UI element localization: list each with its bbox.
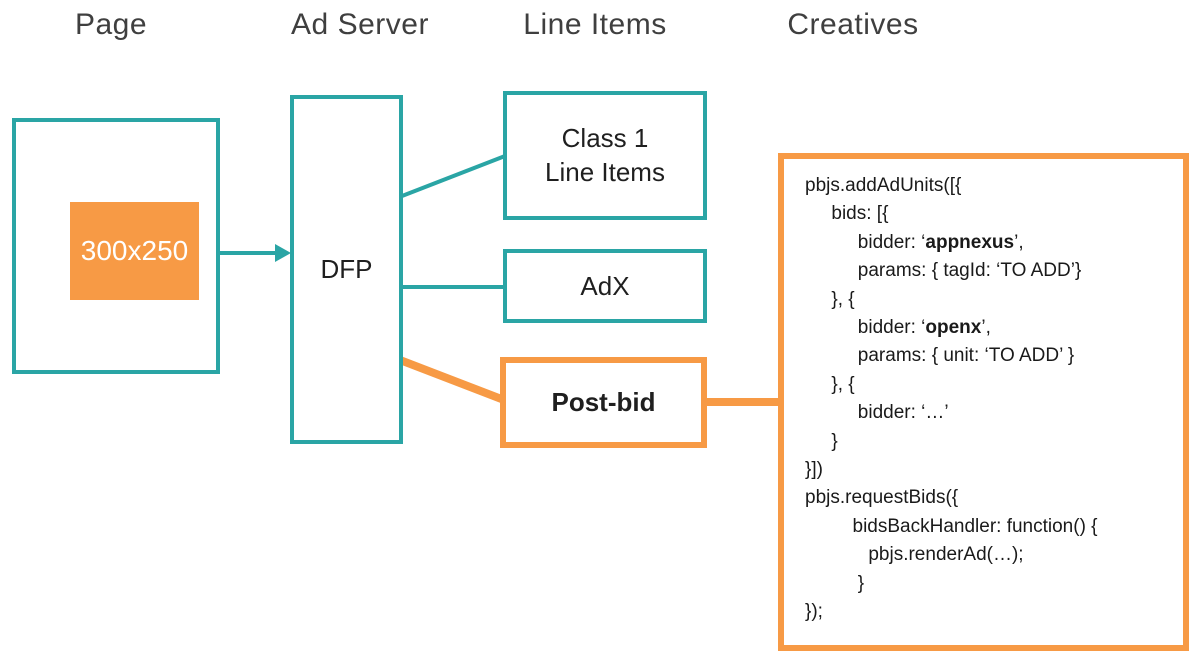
- code-line: }: [805, 430, 838, 452]
- code-line: }, {: [805, 373, 855, 395]
- class1-label-line2: Line Items: [545, 156, 665, 187]
- column-header-page: Page: [74, 8, 148, 41]
- code-line: params: { tagId: ‘TO ADD’}: [805, 260, 1082, 282]
- class1-line-items-box: Class 1 Line Items: [503, 91, 707, 220]
- code-line: bidsBackHandler: function() {: [805, 515, 1098, 537]
- adx-label: AdX: [580, 270, 630, 301]
- creatives-code-box: pbjs.addAdUnits([{ bids: [{ bidder: ‘app…: [778, 153, 1189, 651]
- code-line: params: { unit: ‘TO ADD’ }: [805, 345, 1075, 367]
- postbid-box: Post-bid: [500, 357, 707, 448]
- connector-dfp-postbid: [398, 356, 506, 404]
- code-line: pbjs.addAdUnits([{: [805, 175, 962, 196]
- arrowhead-adslot-dfp: [275, 244, 291, 262]
- column-header-ad-server: Ad Server: [291, 8, 429, 41]
- code-line: bidder: ‘appnexus’,: [805, 231, 1024, 253]
- ad-slot-label: 300x250: [80, 235, 189, 266]
- code-line: bidder: ‘openx’,: [805, 317, 991, 339]
- code-line: });: [805, 601, 823, 623]
- code-line: }: [805, 572, 865, 594]
- postbid-label: Post-bid: [551, 387, 656, 417]
- code-line: }]): [805, 459, 823, 481]
- column-header-line-items: Line Items: [523, 8, 667, 41]
- adx-box: AdX: [503, 249, 707, 323]
- column-header-creatives: Creatives: [787, 8, 919, 41]
- code-line: pbjs.requestBids({: [805, 487, 959, 509]
- connector-dfp-class1: [401, 154, 506, 198]
- dfp-box: DFP: [290, 95, 403, 444]
- code-line: bidder: ‘…’: [805, 402, 949, 424]
- code-line: bids: [{: [805, 203, 889, 225]
- ad-slot-box: 300x250: [70, 202, 199, 300]
- code-line: pbjs.renderAd(…);: [805, 544, 1024, 566]
- code-line: }, {: [805, 288, 855, 310]
- dfp-label: DFP: [320, 254, 373, 284]
- class1-label-line1: Class 1: [561, 123, 649, 154]
